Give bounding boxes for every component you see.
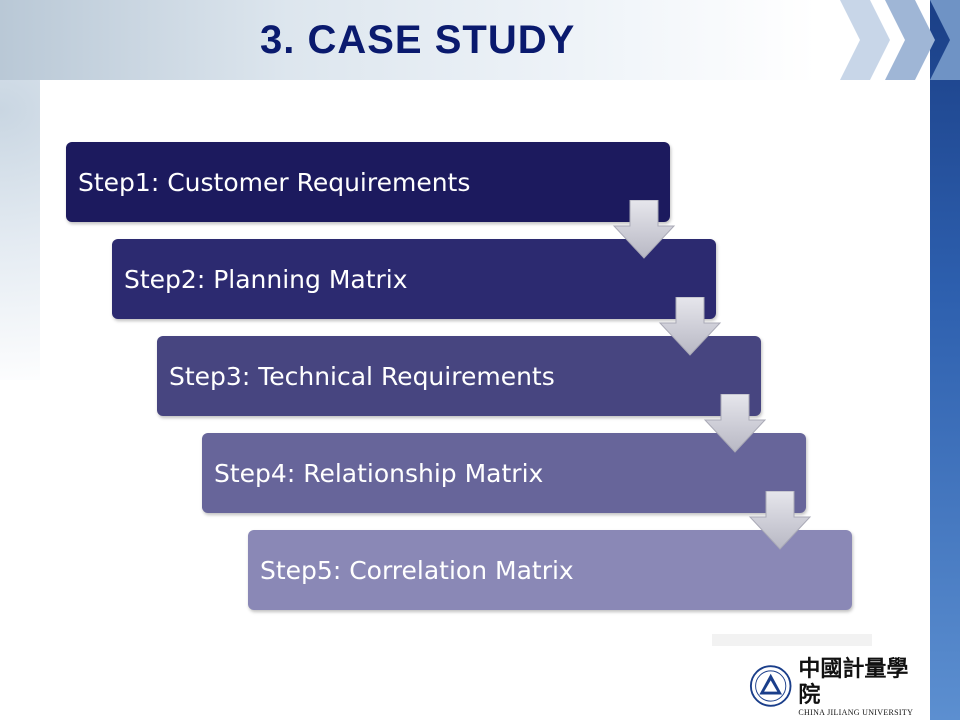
step-4-label: Step4: Relationship Matrix <box>214 458 544 488</box>
step-1-box: Step1: Customer Requirements <box>66 142 670 222</box>
step-5-label: Step5: Correlation Matrix <box>260 555 574 585</box>
down-arrow-icon <box>703 394 767 453</box>
image-fragment <box>712 634 872 646</box>
step-2-box: Step2: Planning Matrix <box>112 239 716 319</box>
step-4-box: Step4: Relationship Matrix <box>202 433 806 513</box>
step-3-box: Step3: Technical Requirements <box>157 336 761 416</box>
step-1-label: Step1: Customer Requirements <box>78 167 471 197</box>
down-arrow-icon <box>612 200 676 259</box>
down-arrow-icon <box>748 491 812 550</box>
chevron-decoration-icon <box>840 0 960 80</box>
step-2-label: Step2: Planning Matrix <box>124 264 408 294</box>
down-arrow-icon <box>658 297 722 356</box>
logo-english-name: CHINA JILIANG UNIVERSITY <box>798 707 914 717</box>
slide-title: 3. CASE STUDY <box>260 18 576 62</box>
right-accent-bar <box>930 0 960 720</box>
logo-chinese-name: 中國計量學院 <box>798 655 909 708</box>
step-5-box: Step5: Correlation Matrix <box>248 530 852 610</box>
university-emblem-icon <box>749 665 792 707</box>
university-logo: 中國計量學院 CHINA JILIANG UNIVERSITY <box>743 655 923 717</box>
header-background <box>0 0 960 80</box>
step-3-label: Step3: Technical Requirements <box>169 361 555 391</box>
